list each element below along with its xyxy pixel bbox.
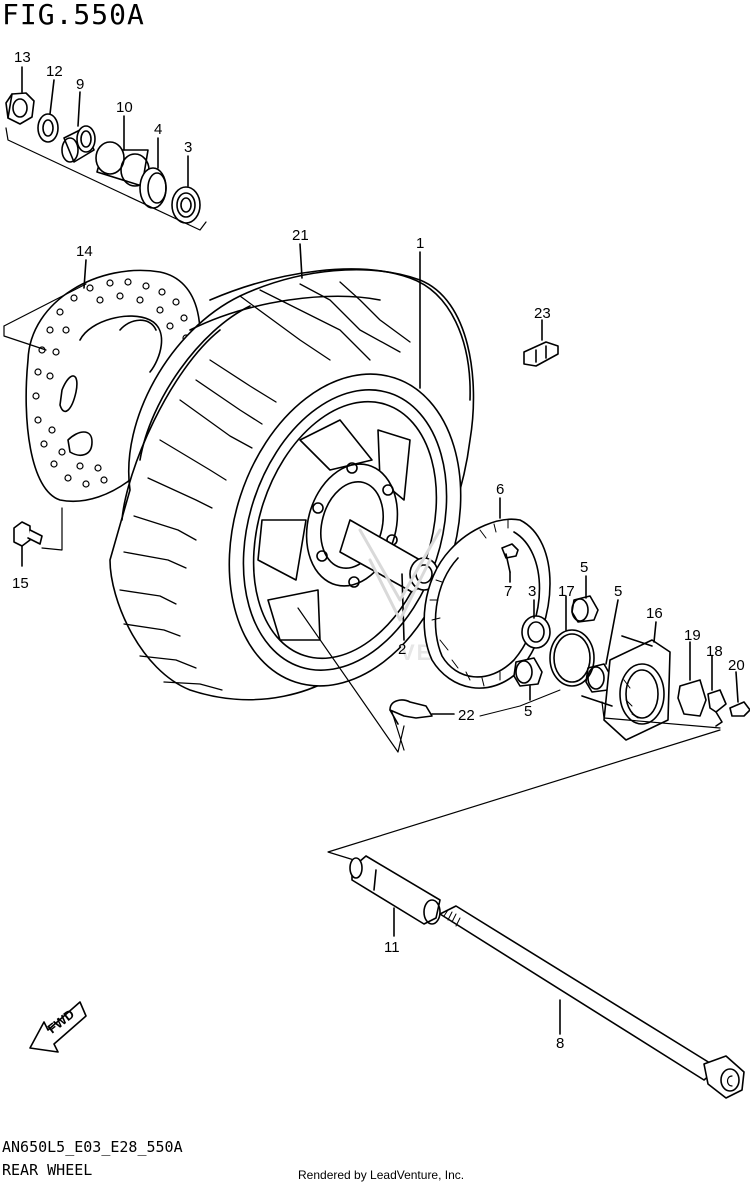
- screw-part-7[interactable]: [501, 543, 519, 573]
- axle-bracket-line: [327, 729, 721, 861]
- callout-19[interactable]: 19: [684, 627, 701, 644]
- callout-17[interactable]: 17: [558, 583, 575, 600]
- callout-5-right[interactable]: 5: [614, 583, 622, 600]
- callout-11[interactable]: 11: [384, 939, 400, 956]
- figure-title: FIG.550A: [2, 0, 145, 31]
- valve-bracket-left: [297, 607, 405, 753]
- valve-bracket-right: [391, 711, 405, 751]
- watermark-logo: [358, 528, 442, 622]
- disc-holes: [32, 278, 190, 488]
- callout-8[interactable]: 8: [556, 1035, 564, 1052]
- callout-7[interactable]: 7: [504, 583, 512, 600]
- callout-22[interactable]: 22: [458, 707, 475, 724]
- leader-16: [653, 621, 657, 643]
- leader-2: [401, 573, 405, 641]
- washer-part-12[interactable]: [37, 113, 59, 143]
- callout-1[interactable]: 1: [416, 235, 424, 252]
- callout-12[interactable]: 12: [46, 63, 63, 80]
- axle-sleeve-part-11[interactable]: [349, 855, 441, 925]
- o-ring-line: [479, 689, 561, 717]
- diagram-name: REAR WHEEL: [2, 1161, 93, 1179]
- callout-2[interactable]: 2: [398, 641, 406, 658]
- callout-5-left[interactable]: 5: [524, 703, 532, 720]
- clip-part-18[interactable]: [707, 689, 727, 727]
- callout-20[interactable]: 20: [728, 657, 745, 674]
- render-credit: Rendered by LeadVenture, Inc.: [298, 1168, 465, 1182]
- callout-3-lower[interactable]: 3: [528, 583, 536, 600]
- bearing-part-3-lower[interactable]: [521, 615, 551, 649]
- axle-shaft-part-8[interactable]: [439, 905, 745, 1099]
- rotor-bracket-line: [601, 701, 721, 729]
- o-ring-part-17[interactable]: [549, 629, 595, 687]
- bolt-part-20[interactable]: [729, 701, 750, 717]
- bolt-15-line: [41, 507, 63, 551]
- leader-12: [49, 79, 55, 115]
- damper-part-5-left[interactable]: [513, 657, 543, 687]
- valve-part-22[interactable]: [389, 699, 433, 725]
- leader-5-right: [605, 599, 619, 665]
- leader-21: [299, 243, 303, 279]
- callout-15[interactable]: 15: [12, 575, 29, 592]
- nut-part-13[interactable]: [5, 92, 35, 125]
- callout-3-top[interactable]: 3: [184, 139, 192, 156]
- sensor-bracket-part-16[interactable]: [581, 635, 671, 741]
- bearing-part-4[interactable]: [139, 167, 167, 209]
- plate-part-19[interactable]: [677, 679, 707, 717]
- disc-bracket-left: [3, 325, 47, 351]
- callout-23[interactable]: 23: [534, 305, 551, 322]
- tire-tread: [119, 281, 411, 691]
- callout-18[interactable]: 18: [706, 643, 723, 660]
- bearing-part-3-top[interactable]: [171, 186, 201, 224]
- sensor-ring-part-6[interactable]: [423, 518, 551, 689]
- callout-4[interactable]: 4: [154, 121, 162, 138]
- leader-20: [735, 671, 739, 703]
- leader-9: [77, 91, 81, 127]
- callout-21[interactable]: 21: [292, 227, 309, 244]
- disc-bracket-upper: [3, 283, 87, 327]
- seal-part-9[interactable]: [61, 125, 96, 163]
- callout-5-top[interactable]: 5: [580, 559, 588, 576]
- callout-13[interactable]: 13: [14, 49, 31, 66]
- callout-14[interactable]: 14: [76, 243, 93, 260]
- callout-16[interactable]: 16: [646, 605, 663, 622]
- diagram-code: AN650L5_E03_E28_550A: [2, 1138, 183, 1156]
- leader-14: [83, 259, 87, 289]
- balance-weight-part-23[interactable]: [523, 341, 559, 367]
- stack-bracket-line: [5, 127, 207, 231]
- bolt-part-15[interactable]: [13, 521, 43, 547]
- callout-9[interactable]: 9: [76, 76, 84, 93]
- fwd-arrow-icon: FWD: [29, 1001, 87, 1053]
- callout-6[interactable]: 6: [496, 481, 504, 498]
- callout-10[interactable]: 10: [116, 99, 133, 116]
- damper-part-5-top[interactable]: [571, 595, 599, 623]
